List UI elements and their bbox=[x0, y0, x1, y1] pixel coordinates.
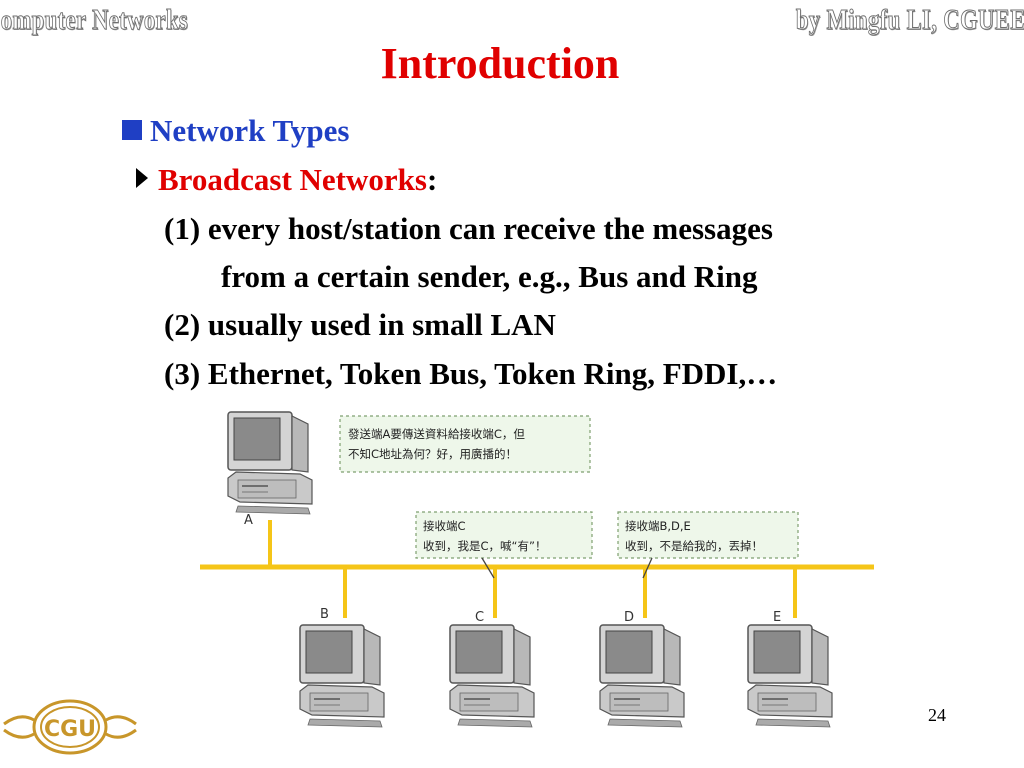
header-author: by Mingfu LI, CGUEE bbox=[796, 4, 1024, 37]
host-label-a: A bbox=[244, 513, 253, 528]
broadcast-colon: : bbox=[426, 162, 438, 197]
computer-d-icon bbox=[599, 624, 685, 728]
slide-title: Introduction bbox=[380, 39, 620, 88]
host-label-e: E bbox=[773, 610, 781, 625]
host-label-b: B bbox=[320, 607, 329, 622]
bullet-network-types-text: Network Types bbox=[150, 113, 350, 148]
bullet-broadcast-networks: Broadcast Networks: bbox=[136, 162, 437, 198]
triangle-bullet-icon bbox=[136, 168, 148, 188]
page-number: 24 bbox=[928, 705, 946, 725]
broadcast-networks-label: Broadcast Networks bbox=[158, 162, 427, 197]
logo-text: CGU bbox=[44, 717, 96, 742]
callout-sender bbox=[339, 415, 591, 473]
callout-receivers-bde bbox=[617, 511, 799, 559]
callout-receiver-c-line2: 收到，我是C，喊“有”！ bbox=[423, 539, 546, 553]
bullet-network-types: Network Types bbox=[122, 113, 350, 149]
point-1-line-1: (1) every host/station can receive the m… bbox=[164, 211, 773, 246]
callout-receivers-bde-line2: 收到，不是給我的，丟掉！ bbox=[625, 539, 763, 553]
callout-sender-line2: 不知C地址為何？好，用廣播的！ bbox=[348, 447, 517, 461]
callout-receivers-bde-line1: 接收端B,D,E bbox=[625, 519, 691, 533]
host-label-d: D bbox=[624, 610, 634, 625]
point-1-line-2: from a certain sender, e.g., Bus and Rin… bbox=[221, 259, 758, 294]
computer-c-icon bbox=[449, 624, 535, 728]
host-label-c: C bbox=[475, 610, 484, 625]
computer-b-icon bbox=[299, 624, 385, 728]
computer-e-icon bbox=[747, 624, 833, 728]
square-bullet-icon bbox=[122, 120, 142, 140]
cgu-logo-icon: CGU bbox=[3, 699, 137, 755]
computer-a-icon bbox=[227, 411, 313, 515]
header-course-title: Computer Networks bbox=[0, 4, 189, 37]
point-3: (3) Ethernet, Token Bus, Token Ring, FDD… bbox=[164, 356, 778, 391]
callout-receiver-c bbox=[415, 511, 593, 559]
point-2: (2) usually used in small LAN bbox=[164, 307, 556, 342]
callout-sender-line1: 發送端A要傳送資料給接收端C，但 bbox=[348, 427, 525, 441]
callout-receiver-c-line1: 接收端C bbox=[423, 519, 466, 533]
